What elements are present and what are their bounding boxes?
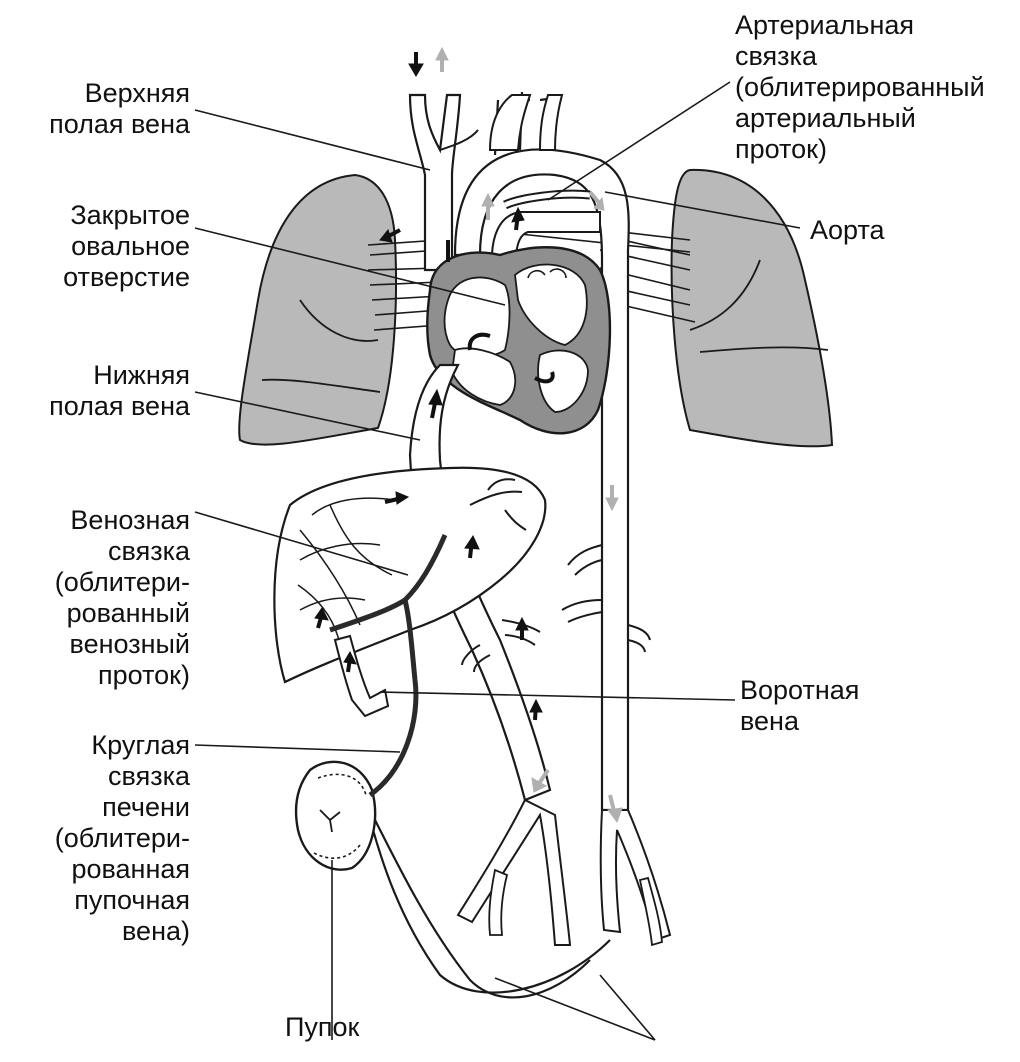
- right-lung: [672, 170, 832, 446]
- label-round-ligament: Круглая связка печени (облитери- рованна…: [8, 730, 190, 947]
- leader-portal-vein: [380, 692, 735, 700]
- label-closed-foramen-ovale: Закрытое овальное отверстие: [20, 200, 190, 293]
- left-lung: [239, 175, 396, 445]
- umbilicus: [296, 762, 375, 870]
- label-portal-vein: Воротная вена: [740, 675, 920, 737]
- heart: [427, 247, 610, 433]
- label-umbilicus: Пупок: [285, 1012, 405, 1043]
- leader-superior-vena-cava: [195, 110, 430, 170]
- label-ligamentum-venosum: Венозная связка (облитери- рованный вено…: [8, 505, 190, 691]
- leader-umbilical-arteries-2: [495, 978, 655, 1040]
- iliac-vessels: [458, 800, 670, 945]
- leader-round-ligament: [195, 745, 400, 752]
- label-superior-vena-cava: Верхняя полая вена: [20, 78, 190, 140]
- ligamentum-arteriosum: [505, 194, 590, 205]
- leader-umbilical-arteries-1: [600, 975, 655, 1040]
- label-aorta: Аорта: [810, 215, 930, 246]
- label-inferior-vena-cava: Нижняя полая вена: [20, 360, 190, 422]
- label-ligamentum-arteriosum: Артериальная связка (облитерированный ар…: [735, 10, 1015, 165]
